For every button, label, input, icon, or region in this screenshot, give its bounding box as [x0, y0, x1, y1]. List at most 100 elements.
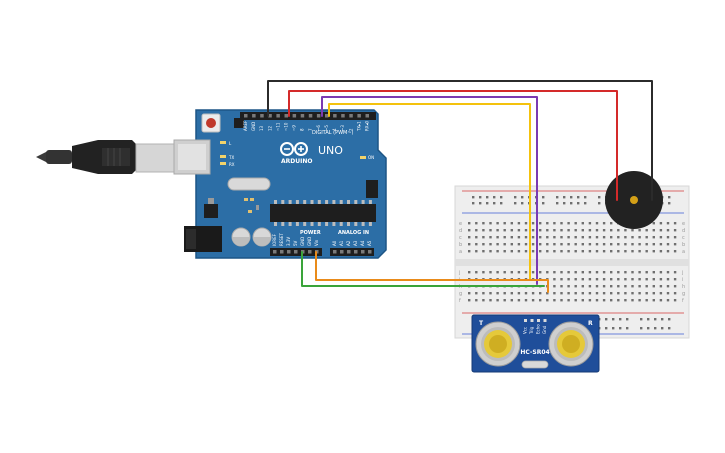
power-header-pin[interactable]	[308, 250, 312, 254]
header-pin-1[interactable]	[252, 114, 256, 118]
terminal-hole[interactable]	[475, 243, 478, 246]
header-pin-10[interactable]	[325, 114, 329, 118]
terminal-hole[interactable]	[666, 243, 670, 246]
terminal-hole[interactable]	[595, 222, 599, 225]
header-pin-9[interactable]	[316, 114, 321, 118]
terminal-hole[interactable]	[595, 278, 599, 281]
terminal-hole[interactable]	[666, 278, 670, 281]
terminal-hole[interactable]	[652, 229, 655, 232]
wire-purple[interactable]	[321, 96, 538, 285]
terminal-hole[interactable]	[517, 292, 521, 295]
terminal-hole[interactable]	[581, 271, 584, 274]
terminal-hole[interactable]	[468, 292, 471, 295]
terminal-hole[interactable]	[531, 271, 535, 274]
terminal-hole[interactable]	[652, 250, 655, 253]
terminal-hole[interactable]	[524, 243, 528, 246]
terminal-hole[interactable]	[659, 222, 663, 225]
terminal-hole[interactable]	[588, 292, 592, 295]
header-pin-7[interactable]	[300, 114, 305, 118]
terminal-hole[interactable]	[560, 250, 563, 253]
terminal-hole[interactable]	[645, 229, 648, 232]
rail-hole[interactable]	[584, 196, 587, 199]
rail-hole[interactable]	[486, 196, 489, 199]
terminal-hole[interactable]	[489, 299, 492, 302]
rail-hole[interactable]	[493, 196, 496, 199]
terminal-hole[interactable]	[503, 243, 506, 246]
terminal-hole[interactable]	[567, 299, 570, 302]
terminal-hole[interactable]	[553, 285, 556, 288]
terminal-hole[interactable]	[482, 243, 485, 246]
usb-cable[interactable]	[36, 140, 175, 174]
terminal-hole[interactable]	[673, 278, 677, 281]
terminal-hole[interactable]	[524, 222, 528, 225]
rail-hole[interactable]	[570, 196, 573, 199]
sensor-pin[interactable]	[537, 319, 540, 322]
terminal-hole[interactable]	[588, 278, 592, 281]
terminal-hole[interactable]	[468, 299, 471, 302]
terminal-hole[interactable]	[496, 271, 499, 274]
wire-red[interactable]	[288, 90, 618, 201]
rail-hole[interactable]	[521, 196, 524, 199]
terminal-hole[interactable]	[617, 292, 620, 295]
rail-hole[interactable]	[647, 318, 650, 321]
terminal-hole[interactable]	[666, 292, 670, 295]
rail-hole[interactable]	[570, 202, 573, 205]
terminal-hole[interactable]	[595, 236, 599, 239]
terminal-hole[interactable]	[510, 236, 513, 239]
wire-orange[interactable]	[315, 251, 549, 293]
terminal-hole[interactable]	[524, 292, 528, 295]
terminal-hole[interactable]	[659, 229, 663, 232]
terminal-hole[interactable]	[631, 299, 634, 302]
terminal-hole[interactable]	[510, 243, 513, 246]
terminal-hole[interactable]	[652, 278, 655, 281]
header-pin-4[interactable]	[276, 114, 280, 118]
terminal-hole[interactable]	[617, 243, 620, 246]
terminal-hole[interactable]	[602, 236, 606, 239]
analog-header-pin[interactable]	[354, 250, 358, 254]
terminal-hole[interactable]	[524, 229, 528, 232]
header-pin-12[interactable]	[341, 114, 345, 118]
terminal-hole[interactable]	[645, 250, 648, 253]
header-pin-8[interactable]	[308, 114, 313, 118]
terminal-hole[interactable]	[567, 285, 570, 288]
terminal-hole[interactable]	[524, 236, 528, 239]
terminal-hole[interactable]	[475, 292, 478, 295]
terminal-hole[interactable]	[631, 271, 634, 274]
terminal-hole[interactable]	[610, 285, 613, 288]
terminal-hole[interactable]	[666, 222, 670, 225]
terminal-hole[interactable]	[510, 250, 513, 253]
rail-hole[interactable]	[500, 196, 503, 199]
terminal-hole[interactable]	[666, 250, 670, 253]
terminal-hole[interactable]	[659, 292, 663, 295]
terminal-hole[interactable]	[610, 236, 613, 239]
rail-hole[interactable]	[486, 202, 489, 205]
terminal-hole[interactable]	[560, 236, 563, 239]
terminal-hole[interactable]	[560, 292, 563, 295]
terminal-hole[interactable]	[468, 243, 471, 246]
terminal-hole[interactable]	[602, 292, 606, 295]
sensor-pin[interactable]	[543, 319, 547, 322]
terminal-hole[interactable]	[673, 222, 677, 225]
rail-hole[interactable]	[598, 202, 601, 205]
terminal-hole[interactable]	[610, 229, 613, 232]
terminal-hole[interactable]	[610, 243, 613, 246]
rail-hole[interactable]	[493, 202, 496, 205]
terminal-hole[interactable]	[666, 271, 670, 274]
rail-hole[interactable]	[612, 327, 615, 330]
terminal-hole[interactable]	[531, 299, 535, 302]
terminal-hole[interactable]	[617, 271, 620, 274]
terminal-hole[interactable]	[645, 243, 648, 246]
terminal-hole[interactable]	[673, 285, 677, 288]
terminal-hole[interactable]	[638, 299, 641, 302]
terminal-hole[interactable]	[624, 285, 627, 288]
terminal-hole[interactable]	[503, 299, 506, 302]
terminal-hole[interactable]	[638, 229, 641, 232]
terminal-hole[interactable]	[496, 250, 499, 253]
terminal-hole[interactable]	[624, 250, 627, 253]
terminal-hole[interactable]	[666, 285, 670, 288]
terminal-hole[interactable]	[546, 299, 549, 302]
terminal-hole[interactable]	[673, 292, 677, 295]
rail-hole[interactable]	[619, 318, 622, 321]
rail-hole[interactable]	[668, 202, 671, 205]
